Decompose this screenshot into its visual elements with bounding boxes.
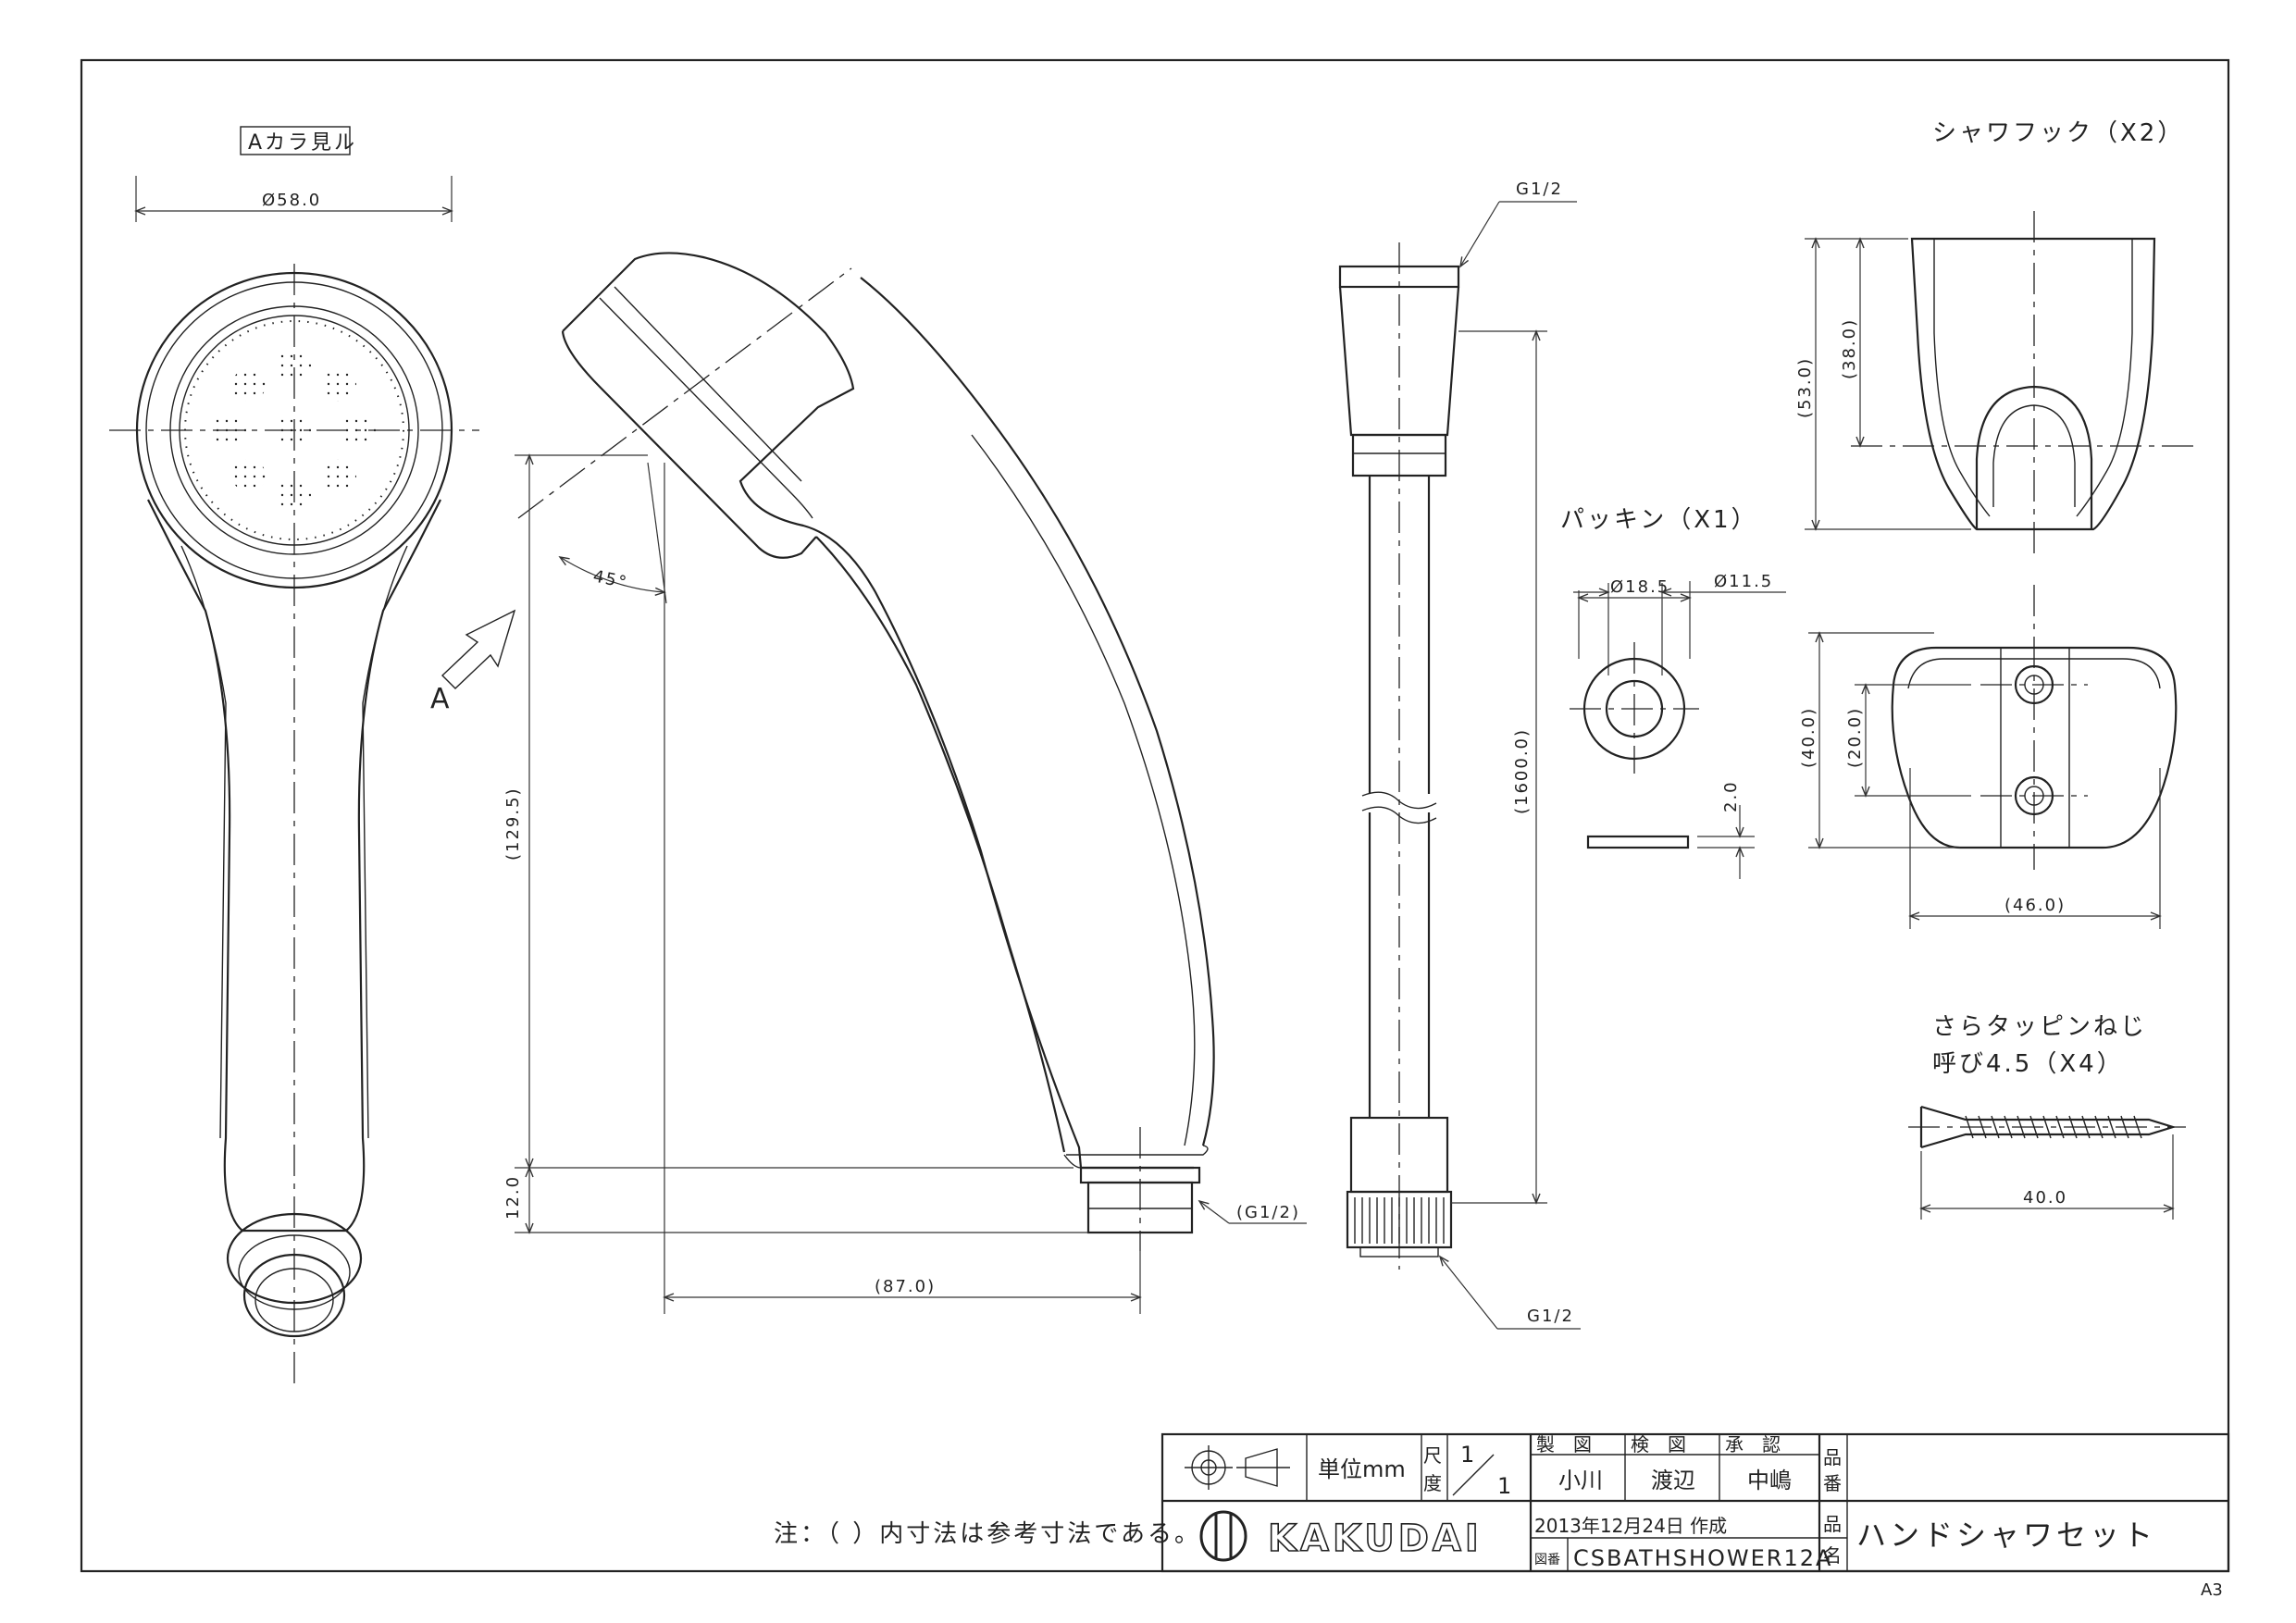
- drawing-no: CSBATHSHOWER12A: [1573, 1545, 1832, 1571]
- dim-packing-thk: 2.0: [1721, 780, 1741, 812]
- scale-den: 1: [1497, 1473, 1511, 1499]
- dim-hose-top-thread: G1/2: [1516, 180, 1563, 199]
- title-block: 単位mm 尺 度 1 1 製 図 検 図 承 認 小川 渡辺 中嶋 品 番 KA…: [1160, 1432, 2230, 1573]
- sheet-size: A3: [2201, 1580, 2223, 1600]
- dim-angle: 45°: [591, 566, 629, 592]
- hose-view: G1/2 G1/2 (1600.0): [1338, 180, 1581, 1330]
- kakudai-logo: KAKUDAI: [1199, 1510, 1483, 1562]
- dim-thread-outlet: (G1/2): [1236, 1203, 1300, 1222]
- note-text: 注：（ ）内寸法は参考寸法である。: [774, 1520, 1201, 1548]
- dim-packing-od: Ø18.5: [1610, 577, 1669, 597]
- packing-label: パッキン（X1）: [1560, 506, 1758, 534]
- dim-height-thread: 12.0: [503, 1175, 523, 1220]
- approved-label: 承 認: [1725, 1433, 1781, 1456]
- date-created: 2013年12月24日 作成: [1534, 1515, 1727, 1537]
- part-name-label-2: 名: [1823, 1544, 1842, 1567]
- dim-height-total: (129.5): [503, 787, 523, 861]
- part-no-label-1: 品: [1823, 1446, 1842, 1468]
- part-name-label-1: 品: [1823, 1513, 1842, 1535]
- brand-name: KAKUDAI: [1268, 1518, 1483, 1560]
- dim-head-dia: Ø58.0: [262, 191, 321, 210]
- drawn-by: 小川: [1558, 1468, 1603, 1493]
- view-a-label: Aカラ見ル: [248, 131, 357, 155]
- checked-by: 渡辺: [1651, 1468, 1695, 1493]
- dim-hook-plate-h: (40.0): [1799, 707, 1818, 768]
- scale-label-2: 度: [1423, 1472, 1442, 1494]
- dim-hook-hole-pitch: (20.0): [1845, 707, 1865, 768]
- dim-hook-height: (53.0): [1795, 357, 1815, 418]
- drawing-frame: [80, 58, 2230, 1573]
- dim-hose-bottom-thread: G1/2: [1527, 1307, 1574, 1326]
- arrow-label: A: [430, 683, 450, 715]
- unit-label: 単位mm: [1318, 1456, 1406, 1482]
- scale-num: 1: [1460, 1442, 1474, 1468]
- screw-view: さらタッピンねじ 呼び4.5（X4） 40.0: [1908, 1013, 2186, 1220]
- packing-view: パッキン（X1） Ø18.5 Ø11.5 2.0: [1560, 506, 1786, 879]
- dim-hose-length: (1600.0): [1512, 728, 1532, 814]
- scale-label-1: 尺: [1423, 1444, 1442, 1467]
- side-view-shower: 45° (129.5) 12.0 (87.0) (G1/2): [503, 252, 1307, 1314]
- view-a-front: Aカラ見ル Ø58.0: [109, 126, 479, 1388]
- checked-label: 検 図: [1631, 1433, 1686, 1456]
- dim-screw-length: 40.0: [2023, 1188, 2067, 1208]
- screw-label-line1: さらタッピンねじ: [1932, 1013, 2147, 1041]
- dim-length: (87.0): [875, 1277, 936, 1296]
- part-no-label-2: 番: [1823, 1472, 1842, 1494]
- drawing-no-label: 図番: [1534, 1553, 1560, 1567]
- dim-packing-id: Ø11.5: [1714, 572, 1773, 591]
- screw-label-line2: 呼び4.5（X4）: [1932, 1050, 2124, 1078]
- part-name: ハンドシャワセット: [1856, 1518, 2156, 1553]
- dim-hook-width: (46.0): [2004, 896, 2066, 915]
- approved-by: 中嶋: [1747, 1468, 1792, 1493]
- view-direction-arrow: A: [430, 609, 516, 715]
- shower-hook-view: シャワフック（X2） (53.0) (38.0) (40.0): [1795, 119, 2193, 929]
- drawn-label: 製 図: [1536, 1433, 1592, 1456]
- dim-hook-slot: (38.0): [1840, 318, 1859, 379]
- hook-label: シャワフック（X2）: [1932, 119, 2184, 147]
- third-angle-projection-icon: [1185, 1445, 1290, 1490]
